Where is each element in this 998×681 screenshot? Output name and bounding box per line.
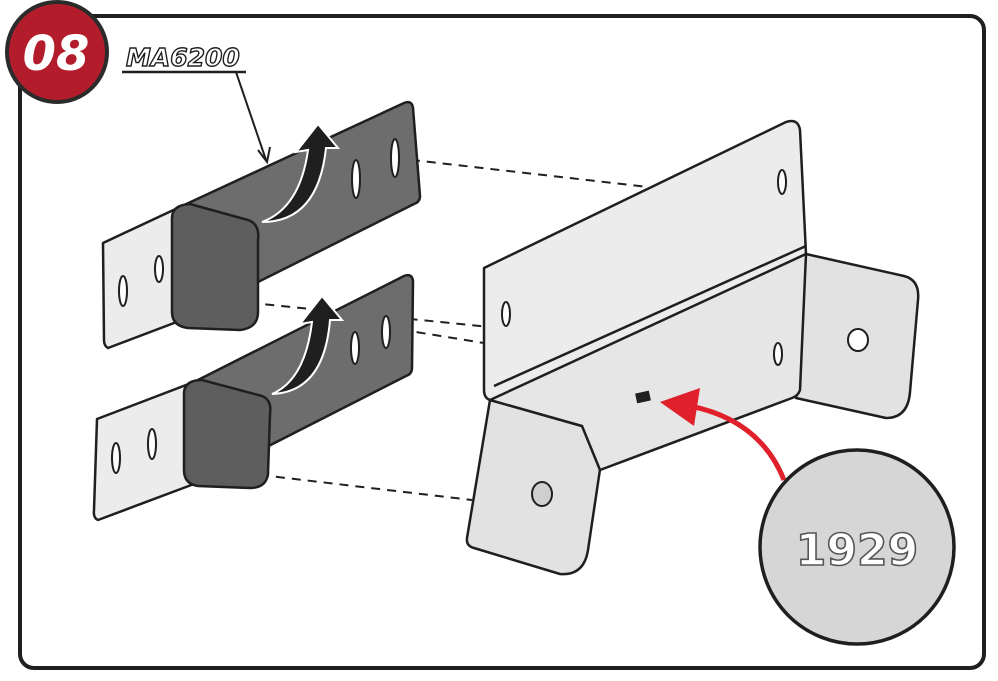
stamp-callout: 1929 [758,448,956,646]
lower-strap-slots [111,315,391,474]
slot [390,138,400,178]
bracket-holes [501,169,869,507]
upper-strap-loop [170,202,260,332]
bracket-hole [847,328,869,352]
slot [381,315,391,349]
slot [118,275,128,307]
guide-line-2 [121,289,491,328]
bracket-hole [773,342,783,366]
red-curved-arrow-icon [660,388,787,481]
lower-strap-plate [92,380,196,522]
slot [351,159,361,199]
slot [111,442,121,474]
callout-arrowhead [660,388,700,426]
bracket-hole [777,169,787,195]
step-badge: 08 [5,0,109,104]
lower-strap-loop [182,378,272,490]
upper-strap [101,100,422,350]
bracket-hole [531,481,553,507]
bracket-hole [501,301,511,327]
step-badge-circle [5,0,109,104]
curved-arrow-icon [261,122,341,223]
guide-line-4 [116,457,473,501]
slot [154,255,164,283]
guide-line-1 [394,157,649,188]
bracket-bend-line [493,244,807,388]
stamp-mark [635,390,651,404]
curved-arrow-icon [271,294,345,395]
lower-strap [92,273,415,522]
part-leader-line [126,71,267,161]
upper-strap-slots [118,138,400,307]
stamp-callout-circle [758,448,956,646]
upper-strap-plate [101,204,184,350]
part-code: MA6200 [126,43,240,72]
callout-arrow-shaft [689,403,787,481]
stamp-code: 1929 [796,525,918,576]
step-number: 08 [23,26,90,82]
slot [147,428,157,460]
slot [350,331,360,365]
part-leader-arrowhead [257,146,271,165]
